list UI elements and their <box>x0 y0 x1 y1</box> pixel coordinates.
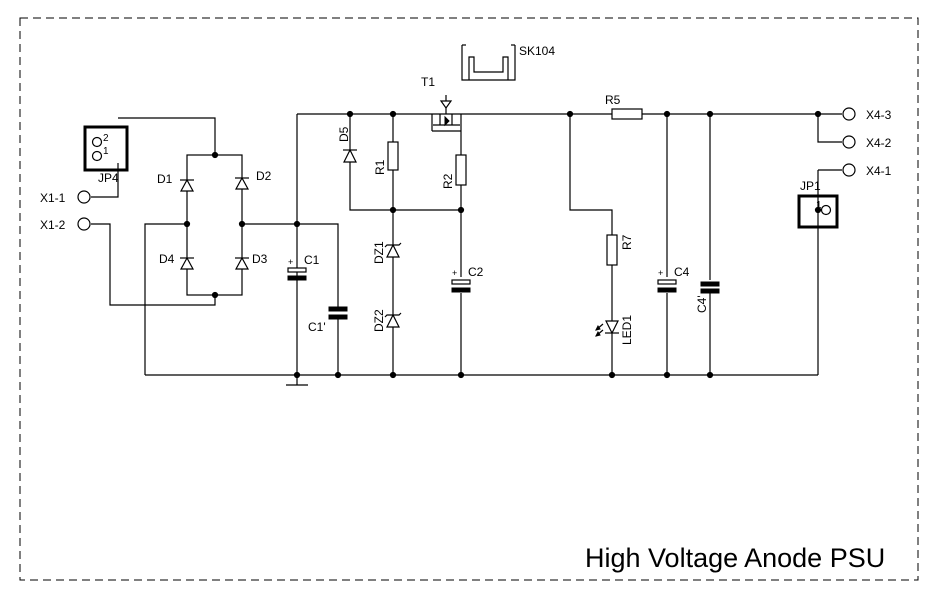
connector-x4-1: X4-1 <box>842 163 892 178</box>
svg-text:R7: R7 <box>620 234 634 250</box>
svg-text:1: 1 <box>816 200 822 211</box>
svg-text:+: + <box>658 268 663 278</box>
diode-d1: D1 <box>157 172 195 192</box>
connector-x1-1: X1-1 <box>40 190 91 205</box>
svg-text:R5: R5 <box>605 93 621 107</box>
svg-text:C4': C4' <box>695 295 709 313</box>
capacitor-c1: + C1 <box>287 253 320 281</box>
svg-text:SK104: SK104 <box>519 44 555 58</box>
connector-x4-2: X4-2 <box>842 135 892 150</box>
capacitor-c4-prime: C4' <box>695 281 720 313</box>
svg-text:+: + <box>288 257 293 267</box>
svg-text:T1: T1 <box>421 75 435 89</box>
svg-text:R1: R1 <box>373 159 387 175</box>
connector-x4-3: X4-3 <box>842 107 892 122</box>
svg-text:X4-2: X4-2 <box>866 136 892 150</box>
svg-text:C4: C4 <box>674 265 690 279</box>
svg-text:DZ2: DZ2 <box>372 309 386 332</box>
transistor-t1: T1 <box>421 75 461 132</box>
diode-d2: D2 <box>234 169 272 190</box>
svg-text:X1-1: X1-1 <box>40 191 66 205</box>
svg-text:D3: D3 <box>252 252 268 266</box>
zener-dz2: DZ2 <box>372 309 402 332</box>
svg-text:JP4: JP4 <box>98 171 119 185</box>
svg-text:JP1: JP1 <box>800 179 821 193</box>
svg-text:D4: D4 <box>159 252 175 266</box>
resistor-r1: R1 <box>373 141 399 175</box>
svg-text:+: + <box>452 268 457 278</box>
diode-d3: D3 <box>234 252 268 270</box>
diode-d4: D4 <box>159 252 195 270</box>
capacitor-c4: + C4 <box>657 265 690 293</box>
svg-text:D5: D5 <box>337 126 351 142</box>
connector-x1-2: X1-2 <box>40 217 91 232</box>
resistor-r7: R7 <box>606 234 634 266</box>
diode-d5: D5 <box>337 126 357 163</box>
junction-dots <box>183 110 822 379</box>
zener-dz1: DZ1 <box>372 241 402 264</box>
svg-text:C2: C2 <box>468 265 484 279</box>
jumper-jp1: 1 JP1 <box>797 179 839 229</box>
capacitor-c1-prime: C1' <box>308 306 348 334</box>
svg-text:1: 1 <box>103 146 109 157</box>
svg-text:LED1: LED1 <box>620 315 634 345</box>
capacitor-c2: + C2 <box>451 265 484 293</box>
svg-text:C1': C1' <box>308 320 326 334</box>
svg-text:R2: R2 <box>441 173 455 189</box>
svg-text:2: 2 <box>103 133 109 144</box>
resistor-r2: R2 <box>441 154 467 189</box>
heatsink-sk104: SK104 <box>461 44 555 81</box>
svg-text:C1: C1 <box>304 253 320 267</box>
resistor-r5: R5 <box>605 93 643 120</box>
svg-text:DZ1: DZ1 <box>372 241 386 264</box>
drawing-frame <box>19 17 919 581</box>
jumper-jp4: 2 1 JP4 <box>83 125 129 185</box>
svg-text:D2: D2 <box>256 169 272 183</box>
svg-text:X1-2: X1-2 <box>40 218 66 232</box>
svg-text:X4-3: X4-3 <box>866 108 892 122</box>
svg-text:D1: D1 <box>157 172 173 186</box>
page-title: High Voltage Anode PSU <box>585 543 885 573</box>
svg-text:X4-1: X4-1 <box>866 164 892 178</box>
led-led1: LED1 <box>595 315 634 345</box>
